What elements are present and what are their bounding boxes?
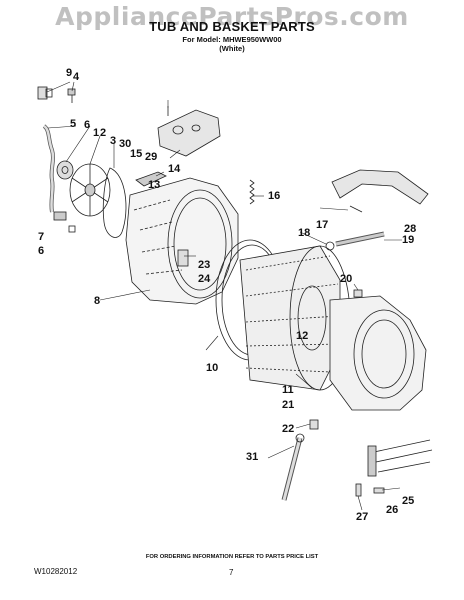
callout-number: 20: [340, 273, 352, 285]
watermark: AppliancePartsPros.com: [55, 2, 409, 31]
callout-number: 13: [148, 179, 160, 191]
ordering-note: FOR ORDERING INFORMATION REFER TO PARTS …: [145, 554, 319, 560]
part-7-part-6: [53, 211, 76, 233]
callout-number: 16: [268, 190, 280, 202]
part-8-rear-tub: [125, 177, 239, 305]
callout-number: 28: [404, 223, 416, 235]
callout-number: 5: [70, 118, 76, 130]
document-number: W10282012: [34, 567, 78, 576]
callout-number: 12: [296, 330, 308, 342]
part-3-belt: [102, 167, 127, 238]
callout-number: 6: [84, 119, 90, 131]
page-number: 7: [229, 568, 234, 577]
callout-number: 1: [93, 127, 99, 139]
callout-number: 21: [282, 399, 294, 411]
callout-number: 10: [206, 362, 218, 374]
callout-number: 15: [130, 148, 142, 160]
callout-number: 4: [73, 71, 80, 83]
model-line: For Model: MHWE950WW00: [182, 35, 282, 44]
part-28-top-weight: [331, 169, 429, 213]
callout-number: 6: [38, 245, 44, 257]
callout-number: 11: [282, 384, 294, 396]
part-9-clip: [37, 86, 53, 100]
callout-number: 3: [110, 135, 116, 147]
callout-number: 29: [145, 151, 157, 163]
callout-number: 19: [402, 234, 414, 246]
callout-number: 8: [94, 295, 100, 307]
part-29-counterweight: [157, 106, 221, 157]
part-5-hose: [42, 124, 55, 213]
part-16-spring: [249, 179, 255, 205]
part-4-fitting: [67, 88, 76, 103]
callout-number: 2: [100, 127, 106, 139]
part-13-14-bracket: [135, 171, 167, 187]
page-title: TUB AND BASKET PARTS: [149, 19, 315, 34]
part-25-heater: [367, 439, 433, 477]
part-31-shaft: [281, 433, 305, 501]
part-19-damper: [325, 231, 385, 251]
part-11-front-tub: [329, 295, 427, 411]
callout-number: 9: [66, 67, 72, 79]
callout-number: 26: [386, 504, 398, 516]
callout-number: 7: [38, 231, 44, 243]
callout-number: 31: [246, 451, 258, 463]
part-26-27-bolts: [355, 483, 385, 497]
part-1-pulley: [56, 160, 74, 180]
callout-number: 17: [316, 219, 328, 231]
leader-lines: [46, 81, 402, 511]
callout-number: 14: [168, 163, 181, 175]
part-22-clip: [309, 419, 319, 430]
callout-number: 27: [356, 511, 368, 523]
callout-number: 25: [402, 495, 414, 507]
callout-number: 18: [298, 227, 310, 239]
callout-number: 30: [119, 138, 131, 150]
callout-number: 24: [198, 273, 211, 285]
color-line: (White): [219, 44, 245, 53]
model-info: For Model: MHWE950WW00 (White): [0, 35, 464, 53]
part-20-fitting: [353, 289, 363, 298]
callout-number: 23: [198, 259, 210, 271]
part-2-drive-pulley: [69, 163, 111, 217]
callout-number: 22: [282, 423, 294, 435]
